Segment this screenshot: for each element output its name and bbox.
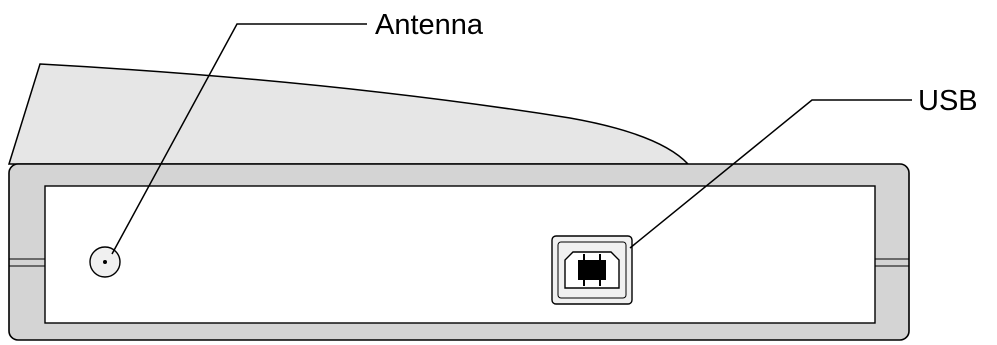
shell-seam-right bbox=[875, 258, 909, 267]
usb-leader-line bbox=[629, 99, 912, 249]
device-top-cover bbox=[7, 63, 690, 165]
antenna-jack-icon bbox=[89, 246, 121, 278]
shell-seam-left bbox=[9, 258, 45, 267]
rear-panel bbox=[44, 185, 876, 324]
usb-callout-label: USB bbox=[918, 85, 978, 117]
antenna-leader-line bbox=[111, 23, 367, 255]
antenna-callout-label: Antenna bbox=[375, 9, 484, 41]
usb-b-port-icon bbox=[551, 235, 633, 305]
